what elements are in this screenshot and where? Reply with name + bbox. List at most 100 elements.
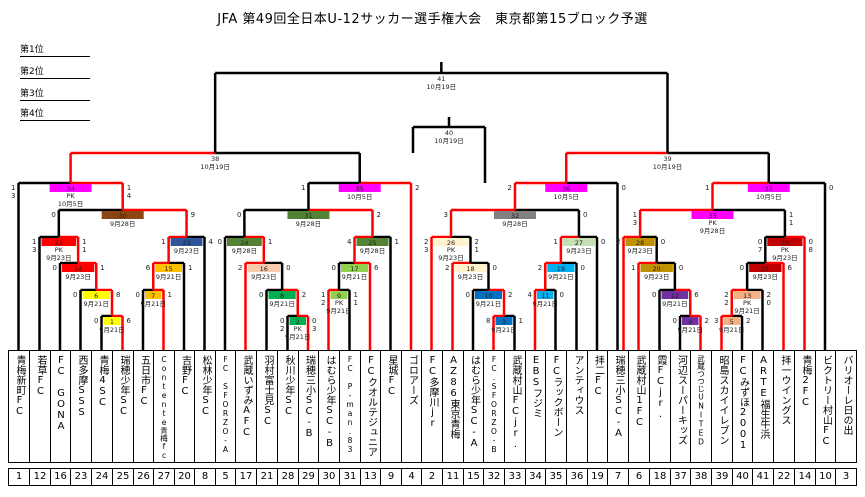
team-name: 羽村富士見SC xyxy=(262,355,273,427)
match-number: 15 xyxy=(164,265,172,273)
team-cell: Contente青梅fc xyxy=(153,350,175,463)
score-right: 8 xyxy=(116,291,120,299)
match-color-bar xyxy=(49,184,92,192)
match-number: 11 xyxy=(541,292,549,300)
team-cell: 拝一ウイングス xyxy=(773,350,795,463)
team-name: 青梅4SC xyxy=(97,355,108,408)
team-cell: 五日市FC xyxy=(133,350,154,463)
score-right: 0 xyxy=(286,264,290,272)
team-name: 西多摩SSS xyxy=(76,355,87,418)
team-name: 松林少年SC xyxy=(200,355,211,417)
score-left: 2 xyxy=(424,238,428,246)
match-date: 9月21日 xyxy=(326,307,351,315)
score-left: 0 xyxy=(53,264,57,272)
match-number: 35 xyxy=(356,185,364,193)
team-cell: 武蔵村山FCjr. xyxy=(504,350,526,463)
match-date: 10月19日 xyxy=(434,137,464,145)
rank-4: 第4位 xyxy=(20,106,90,121)
team-number: 27 xyxy=(153,468,175,486)
team-name: AZ86東京青梅 xyxy=(448,355,459,439)
pk-score-left: 3 xyxy=(32,246,36,254)
score-left: 1 xyxy=(633,211,637,219)
score-right: 1 xyxy=(354,291,358,299)
score-left: 0 xyxy=(73,291,77,299)
score-right: 1 xyxy=(268,238,272,246)
team-cell: 羽村富士見SC xyxy=(256,350,278,463)
match-color-bar xyxy=(356,238,389,246)
match-color-bar xyxy=(682,317,699,325)
match-number: 5 xyxy=(730,318,734,326)
score-right: 1 xyxy=(395,238,399,246)
team-number: 17 xyxy=(235,468,257,486)
team-number: 10 xyxy=(815,468,836,486)
team-cell: 拝二FC xyxy=(587,350,608,463)
team-name: はむら少年SC-B xyxy=(324,355,335,449)
team-name: FC SFORZO-A xyxy=(221,355,230,454)
team-name: 昭島スカイイレブン xyxy=(717,355,728,445)
match-date: 9月28日 xyxy=(360,247,385,255)
team-name: バリオーレ日の出 xyxy=(841,355,852,435)
team-name: 瑞穂三小SC-B xyxy=(303,355,315,439)
team-number: 12 xyxy=(29,468,51,486)
team-cell: FC GONA xyxy=(50,350,71,463)
score-left: 2 xyxy=(538,264,542,272)
pk-score-right: 1 xyxy=(82,246,86,254)
pk-score-left: 2 xyxy=(321,299,325,307)
pk-score-right: 3 xyxy=(312,325,316,333)
match-color-bar xyxy=(640,264,673,272)
pk-score-right: 1 xyxy=(789,219,793,227)
match-color-bar xyxy=(341,264,368,272)
team-name: FCみずほ2001 xyxy=(737,355,749,451)
team-name: Contente青梅fc xyxy=(159,355,169,460)
score-right: 2 xyxy=(377,211,381,219)
team-name: 武蔵村山FCjr. xyxy=(510,355,521,450)
match-date: 9月23日 xyxy=(438,254,463,262)
match-date: 9月23日 xyxy=(458,273,483,281)
match-date: 9月21日 xyxy=(141,300,166,308)
team-cell: 瑞穂三小SC-B xyxy=(298,350,319,463)
team-cell: ARTE福生牛浜 xyxy=(752,350,774,463)
team-number: 41 xyxy=(752,468,774,486)
team-number: 26 xyxy=(133,468,154,486)
score-left: 1 xyxy=(11,184,15,192)
team-number: 34 xyxy=(525,468,546,486)
team-number: 38 xyxy=(690,468,712,486)
pk-label: PK xyxy=(55,246,64,254)
match-date: 9月21日 xyxy=(342,273,367,281)
score-right: 0 xyxy=(560,291,564,299)
match-color-bar xyxy=(145,291,162,299)
score-right: 1 xyxy=(82,238,86,246)
match-color-bar xyxy=(289,317,306,325)
pk-score-left: 7 xyxy=(758,246,762,254)
score-left: 0 xyxy=(237,211,241,219)
team-name: 拝二FC xyxy=(592,355,604,397)
team-number: 39 xyxy=(711,468,733,486)
match-color-bar xyxy=(41,238,77,246)
match-date: 9月23日 xyxy=(644,273,669,281)
rank-3: 第3位 xyxy=(20,86,90,101)
score-right: 6 xyxy=(127,317,132,325)
team-name: 武蔵つつじUNITED xyxy=(696,355,706,447)
score-right: 0 xyxy=(583,211,587,219)
match-number: 3 xyxy=(502,318,506,326)
match-color-bar xyxy=(747,184,790,192)
score-right: 1 xyxy=(188,264,192,272)
score-left: 1 xyxy=(32,238,36,246)
team-number: 33 xyxy=(504,468,526,486)
match-number: 26 xyxy=(447,239,455,247)
match-number: 4 xyxy=(688,318,692,326)
match-color-bar xyxy=(170,238,203,246)
match-date: 10月5日 xyxy=(58,200,83,208)
pk-score-left: 3 xyxy=(424,246,428,254)
pk-label: PK xyxy=(294,325,303,333)
match-number: 38 xyxy=(211,155,219,163)
team-cell: 松林少年SC xyxy=(194,350,216,463)
match-color-bar xyxy=(475,291,502,299)
team-number: 28 xyxy=(277,468,299,486)
match-color-bar xyxy=(749,264,782,272)
score-left: 0 xyxy=(758,238,762,246)
team-number: 3 xyxy=(835,468,857,486)
match-number: 9 xyxy=(337,292,341,300)
match-date: 9月21日 xyxy=(548,273,573,281)
